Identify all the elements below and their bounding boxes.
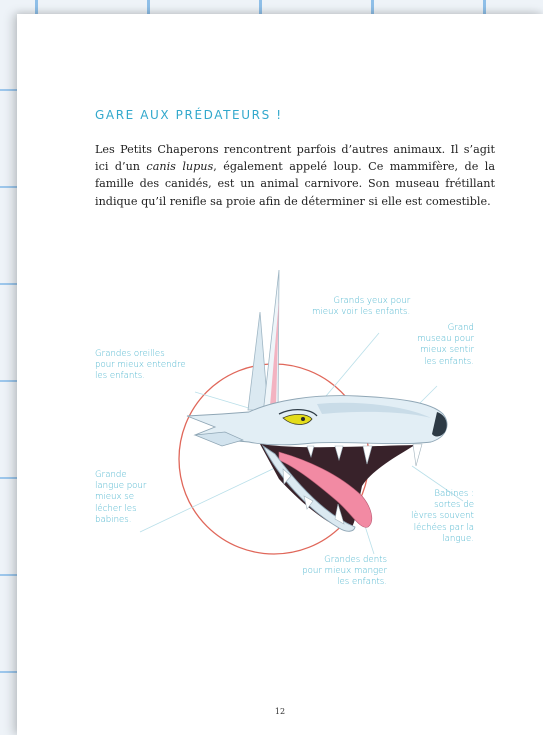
- label-line: pour mieux manger: [287, 566, 387, 577]
- label-line: babines.: [95, 515, 146, 526]
- label-line: Grandes dents: [287, 555, 387, 566]
- label-line: museau pour: [397, 334, 474, 345]
- book-page: GARE AUX PRÉDATEURS ! Les Petits Chapero…: [17, 14, 543, 735]
- label-lips: Babines : sortes de lèvres souvent léché…: [397, 489, 474, 545]
- label-line: Grands yeux pour: [312, 296, 410, 307]
- label-line: Grand: [397, 323, 474, 334]
- label-line: les enfants.: [397, 357, 474, 368]
- label-line: sortes de: [397, 500, 474, 511]
- label-line: les enfants.: [95, 371, 186, 382]
- wolf-pupil: [301, 417, 305, 421]
- label-line: pour mieux entendre: [95, 360, 186, 371]
- label-line: mieux sentir: [397, 345, 474, 356]
- label-line: les enfants.: [287, 577, 387, 588]
- label-teeth: Grandes dents pour mieux manger les enfa…: [287, 555, 387, 589]
- label-line: lécher les: [95, 504, 146, 515]
- label-line: lèvres souvent: [397, 511, 474, 522]
- label-line: Grande: [95, 470, 146, 481]
- fang-upper-front: [413, 444, 422, 466]
- page-number: 12: [17, 707, 543, 716]
- label-line: mieux voir les enfants.: [312, 307, 410, 318]
- label-tongue: Grande langue pour mieux se lécher les b…: [95, 470, 146, 526]
- label-line: mieux se: [95, 492, 146, 503]
- label-line: langue pour: [95, 481, 146, 492]
- label-muzzle: Grand museau pour mieux sentir les enfan…: [397, 323, 474, 368]
- label-ears: Grandes oreilles pour mieux entendre les…: [95, 349, 186, 383]
- label-line: Grandes oreilles: [95, 349, 186, 360]
- label-eyes: Grands yeux pour mieux voir les enfants.: [312, 296, 410, 318]
- label-line: léchées par la: [397, 523, 474, 534]
- label-line: langue.: [397, 534, 474, 545]
- label-line: Babines :: [397, 489, 474, 500]
